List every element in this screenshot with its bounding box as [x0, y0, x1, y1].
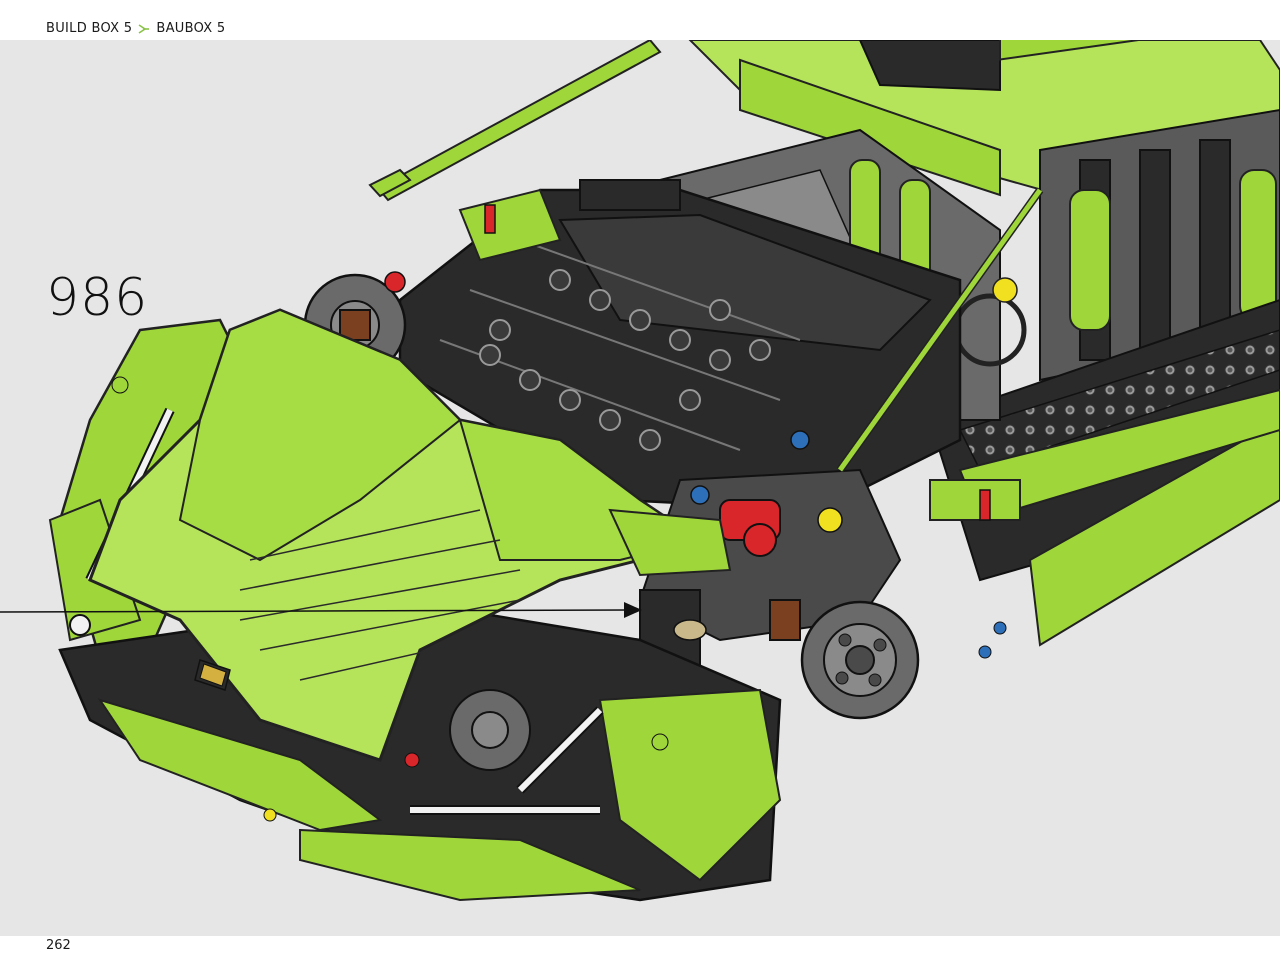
page-number: 262 [46, 938, 71, 953]
page-footer [0, 936, 1280, 974]
instruction-illustration: 986 [0, 40, 1280, 936]
lime-strap [368, 40, 662, 202]
front-hood [88, 308, 732, 762]
breadcrumb-baubox: BAUBOX 5 [156, 21, 226, 36]
front-brake-disc [800, 600, 920, 720]
detail-pins [111, 376, 1007, 822]
car-model-drawing [0, 40, 1280, 902]
right-side-frame [1039, 108, 1280, 382]
callout-arrow [0, 602, 642, 618]
engine-block [398, 179, 962, 512]
page-header: BUILD BOX 5 BAUBOX 5 [0, 0, 1280, 40]
breadcrumb: BUILD BOX 5 BAUBOX 5 [46, 21, 226, 36]
breadcrumb-build-box: BUILD BOX 5 [46, 21, 133, 36]
front-suspension [638, 430, 902, 671]
step-number: 986 [46, 268, 149, 328]
chevron-right-icon [138, 23, 150, 35]
